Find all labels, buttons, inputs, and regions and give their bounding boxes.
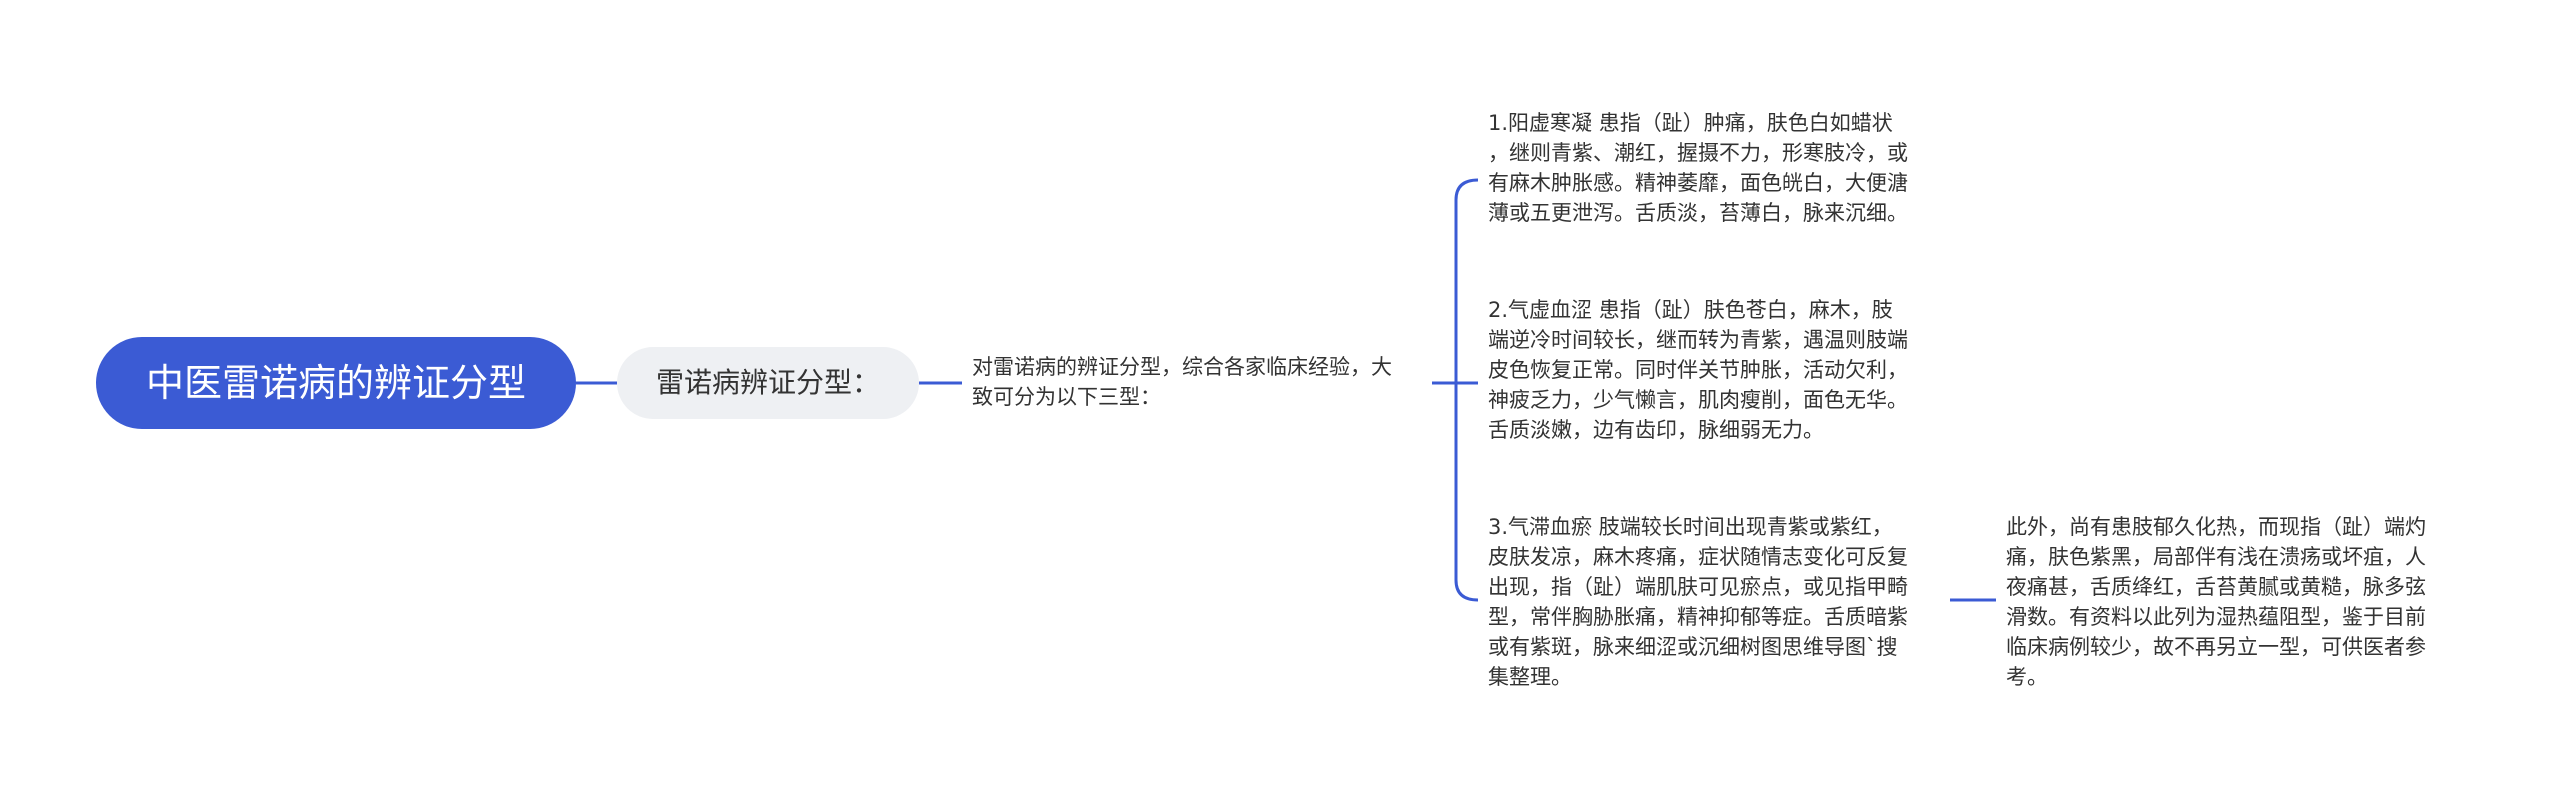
branch-node-label: 雷诺病辨证分型： (655, 366, 880, 399)
type-node-2[interactable]: 2.气虚血涩 患指（趾）肤色苍白，麻木，肢 端逆冷时间较长，继而转为青紫，遇温则… (1488, 298, 1908, 442)
summary-node[interactable]: 对雷诺病的辨证分型，综合各家临床经验，大 致可分为以下三型： (972, 355, 1392, 409)
type-node-1[interactable]: 1.阳虚寒凝 患指（趾）肿痛，肤色白如蜡状 ，继则青紫、潮红，握摄不力，形寒肢冷… (1488, 111, 1908, 225)
root-node-label: 中医雷诺病的辨证分型 (145, 361, 526, 405)
bracket-types (1454, 178, 1479, 602)
extra-note-node[interactable]: 此外，尚有患肢郁久化热，而现指（趾）端灼 痛，肤色紫黑，局部伴有浅在溃疡或坏疽，… (2006, 515, 2426, 689)
branch-node[interactable]: 雷诺病辨证分型： (617, 347, 919, 419)
root-node[interactable]: 中医雷诺病的辨证分型 (96, 337, 576, 429)
type-node-3[interactable]: 3.气滞血瘀 肢端较长时间出现青紫或紫红， 皮肤发凉，麻木疼痛，症状随情志变化可… (1488, 515, 1908, 689)
